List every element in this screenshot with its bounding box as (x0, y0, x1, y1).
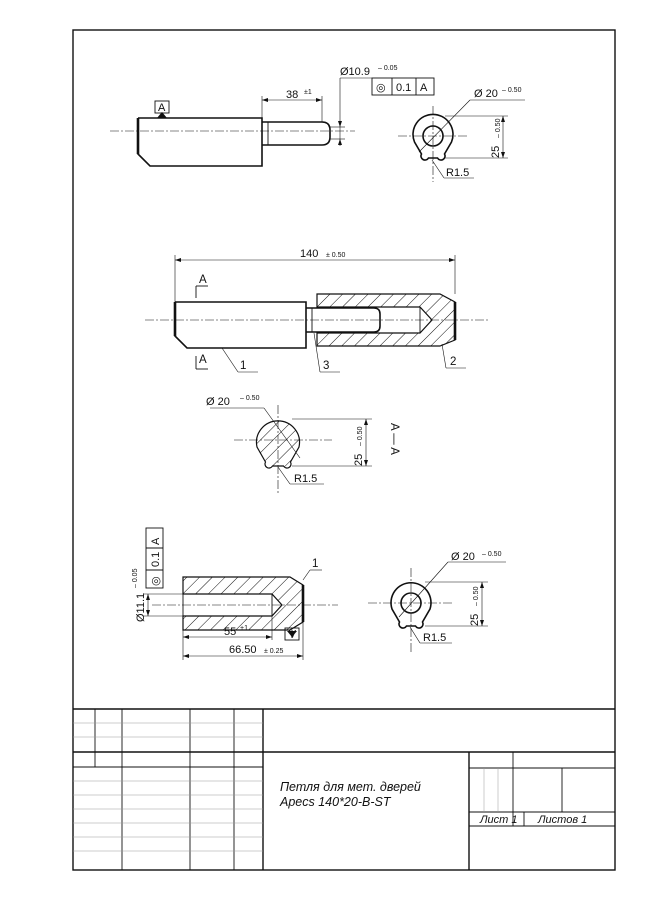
top-section-height-tol: – 0.50 (495, 118, 502, 138)
section-dia: Ø 20 (206, 396, 230, 408)
fcf-datum: A (420, 82, 428, 94)
end-section-dia: Ø 20 (451, 551, 475, 563)
bottom-end-view: Ø 20 – 0.50 25 – 0.50 R1.5 (368, 551, 506, 652)
datum-a-bottom: A (288, 627, 296, 639)
fcf-bottom-value: 0.1 (150, 552, 162, 567)
dim-pin-length: 38 (286, 89, 298, 101)
callout-1: 1 (240, 360, 246, 372)
dim-pin-length-tol: ±1 (304, 89, 312, 96)
callout-2: 2 (450, 356, 456, 368)
end-section-dia-tol: – 0.50 (482, 551, 502, 558)
end-section-height: 25 (469, 614, 481, 626)
callout-3: 3 (323, 360, 329, 372)
end-section-height-tol: – 0.50 (473, 586, 480, 606)
fcf-concentricity-symbol: ◎ (376, 82, 386, 94)
top-section-dia: Ø 20 (474, 88, 498, 100)
section-height-tol: – 0.50 (357, 426, 364, 446)
dim-bore-diameter: Ø11.1 (135, 593, 147, 622)
dim-sleeve-length-tol: ± 0.25 (264, 648, 284, 655)
fcf-bottom-symbol: ◎ (150, 576, 162, 586)
top-section-dia-tol: – 0.50 (502, 87, 522, 94)
drawing-frame (72, 29, 616, 871)
drawing-title: Петля для мет. дверей (280, 780, 421, 794)
dim-bore-depth-tol: +1 (240, 625, 248, 632)
dim-overall-length: 140 (300, 248, 318, 260)
view-top: A 38 ±1 Ø10.9 – 0.05 ◎ 0.1 A (110, 65, 525, 182)
dim-pin-diameter-tol: – 0.05 (378, 65, 398, 72)
view-bottom: 1 Ø11.1 – 0.05 ◎ 0.1 A A 55 +1 66. (132, 527, 506, 660)
top-section-radius: R1.5 (446, 167, 469, 179)
view-section-aa: Ø 20 – 0.50 25 – 0.50 R1.5 A — A (206, 395, 400, 494)
sheet-number: Лист 1 (479, 814, 518, 826)
section-caption: A — A (388, 423, 400, 455)
top-end-view: Ø 20 – 0.50 25 – 0.50 R1.5 (398, 87, 525, 182)
dim-bore-diameter-tol: – 0.05 (132, 568, 139, 588)
dim-bore-depth: 55 (224, 626, 236, 638)
drawing-number: Apecs 140*20-B-ST (279, 795, 392, 809)
end-section-radius: R1.5 (423, 632, 446, 644)
dim-chamfer: 1 (312, 558, 318, 570)
section-mark-a-bottom: A (199, 354, 207, 366)
fcf-tolerance-value: 0.1 (396, 82, 411, 94)
sheet-count: Листов 1 (537, 814, 587, 826)
title-block: Петля для мет. дверей Apecs 140*20-B-ST … (73, 708, 615, 870)
top-section-height: 25 (490, 146, 502, 158)
dim-overall-length-tol: ± 0.50 (326, 252, 346, 259)
section-dia-tol: – 0.50 (240, 395, 260, 402)
dim-pin-diameter: Ø10.9 (340, 66, 370, 78)
section-mark-a-top: A (199, 274, 207, 286)
section-radius: R1.5 (294, 473, 317, 485)
section-height: 25 (353, 454, 365, 466)
fcf-bottom-datum: A (150, 537, 162, 545)
dim-sleeve-length: 66.50 (229, 644, 257, 656)
view-assembly: 140 ± 0.50 A A 1 3 2 (145, 248, 488, 373)
datum-a-label: A (158, 102, 166, 114)
